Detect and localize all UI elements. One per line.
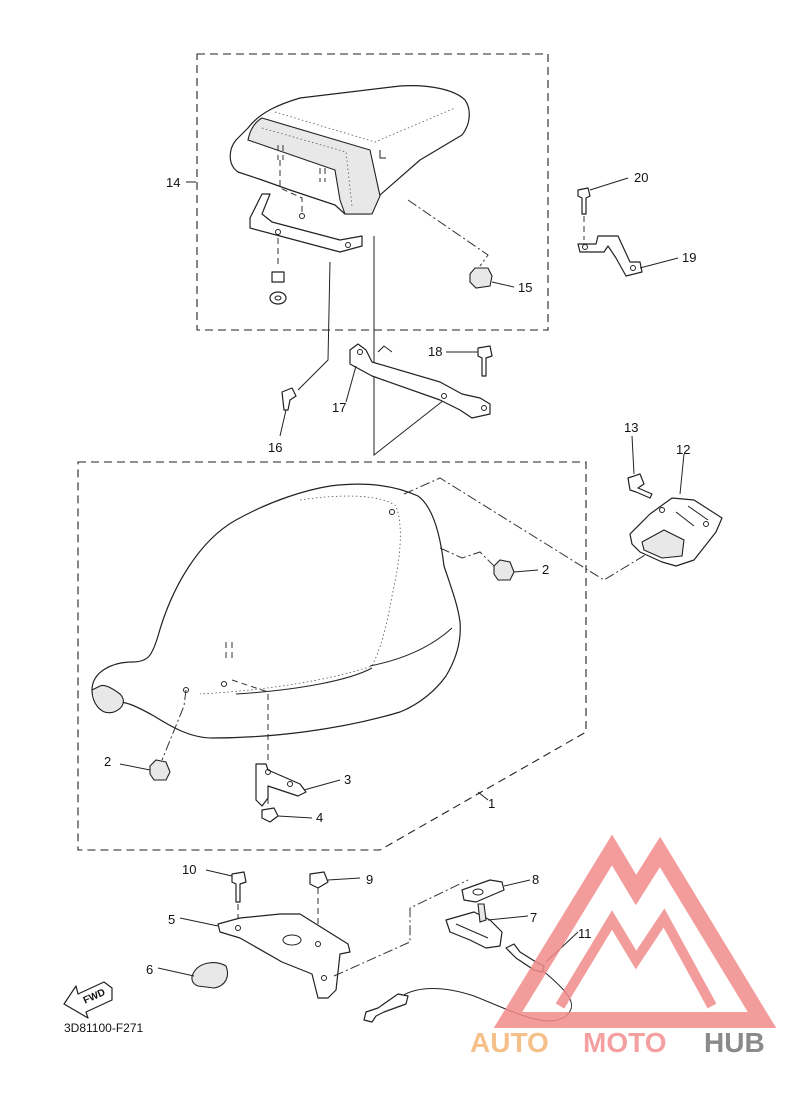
callout-20: 20 (634, 170, 648, 185)
main-seat-boundary (77, 461, 587, 851)
callout-18: 18 (428, 344, 442, 359)
callout-13: 13 (624, 420, 638, 435)
watermark-brand-hub: HUB (704, 1027, 765, 1058)
watermark-brand-auto: AUTO (470, 1027, 549, 1058)
damper-15 (469, 267, 493, 289)
passenger-seat-washer (269, 291, 287, 305)
bolt-16 (281, 387, 297, 411)
seat-bracket-3 (255, 763, 307, 807)
main-seat-lip (91, 684, 124, 714)
bolt-13 (627, 473, 653, 499)
passenger-seat-boundary (196, 53, 549, 331)
callout-10: 10 (182, 862, 196, 877)
damper-2-left (149, 759, 171, 781)
callout-14: 14 (166, 175, 180, 190)
callout-12: 12 (676, 442, 690, 457)
main-seat-body (91, 483, 461, 739)
callout-16: 16 (268, 440, 282, 455)
seat-bracket-17 (349, 343, 491, 419)
callout-4: 4 (316, 810, 323, 825)
cover-6 (191, 962, 229, 989)
lock-plate-5 (217, 913, 351, 999)
callout-9: 9 (366, 872, 373, 887)
seat-lock-7 (445, 911, 503, 949)
watermark-text: AUTO MOTO HUB (470, 1027, 765, 1058)
cable-end-left (363, 993, 409, 1023)
callout-7: 7 (530, 910, 537, 925)
bracket-19 (577, 235, 643, 277)
callout-2-right: 2 (542, 562, 549, 577)
callout-5: 5 (168, 912, 175, 927)
seat-hook-group (627, 435, 723, 567)
main-seat-group (77, 461, 651, 851)
passenger-seat-nut (271, 271, 285, 283)
bolt-10 (231, 871, 247, 903)
drawing-code: 3D81100-F271 (64, 1021, 143, 1035)
callout-6: 6 (146, 962, 153, 977)
seat-bracket-group (279, 236, 493, 457)
callout-11: 11 (578, 926, 592, 941)
callout-15: 15 (518, 280, 532, 295)
grab-bracket-group (577, 177, 679, 277)
damper-2-right (493, 559, 515, 581)
watermark-logo (493, 834, 777, 1028)
callout-3: 3 (344, 772, 351, 787)
watermark-brand-moto: MOTO (583, 1027, 666, 1058)
fwd-arrow: FWD (63, 981, 113, 1019)
callout-17: 17 (332, 400, 346, 415)
passenger-seat-group (196, 53, 549, 331)
callout-1: 1 (488, 796, 495, 811)
callout-2-left: 2 (104, 754, 111, 769)
bolt-20 (577, 187, 591, 215)
nut-9 (309, 871, 329, 889)
callout-8: 8 (532, 872, 539, 887)
passenger-seat-bracket (249, 193, 363, 253)
lock-assembly-group (157, 869, 579, 1023)
passenger-seat-band (247, 117, 381, 215)
nut-4 (261, 807, 279, 823)
bolt-18 (477, 345, 493, 377)
callout-19: 19 (682, 250, 696, 265)
